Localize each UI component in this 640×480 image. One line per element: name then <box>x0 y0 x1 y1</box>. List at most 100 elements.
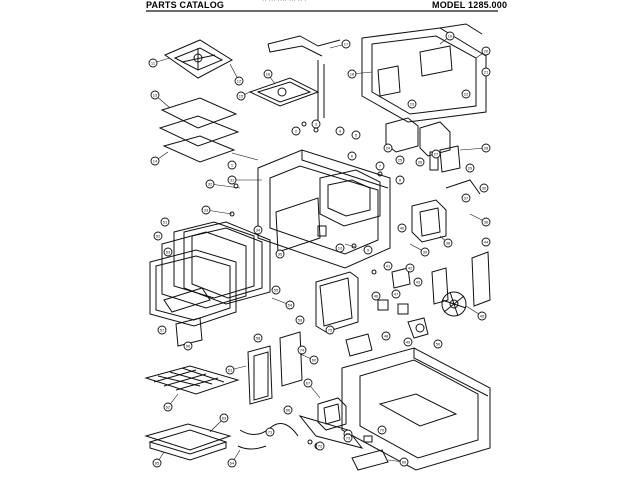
callout-number: 56 <box>186 343 191 348</box>
callout-circle <box>395 175 405 185</box>
callout-number: 44 <box>484 239 489 244</box>
callout-number: 28 <box>484 145 489 150</box>
callout-51: 51 <box>160 217 170 227</box>
callout-circle <box>227 175 237 185</box>
callout-circle <box>253 333 263 343</box>
callout-40: 40 <box>397 223 407 233</box>
callout-number: 13 <box>153 92 158 97</box>
callout-number: 33 <box>204 207 209 212</box>
inner-panel-part <box>247 331 303 405</box>
callout-circle <box>399 457 409 467</box>
callout-number: 24 <box>386 145 391 150</box>
callout-number: 61 <box>228 367 233 372</box>
back-panel-part <box>361 23 487 123</box>
callout-number: 22 <box>464 91 469 96</box>
callout-circle <box>275 249 285 259</box>
callout-circle <box>477 311 487 321</box>
callout-73: 73 <box>343 433 353 443</box>
callout-64: 64 <box>227 458 237 468</box>
callout-8: 8 <box>395 175 405 185</box>
callout-12: 12 <box>234 76 244 86</box>
callout-23: 23 <box>407 99 417 109</box>
callout-circle <box>283 405 293 415</box>
callout-65: 65 <box>152 458 162 468</box>
callout-22: 22 <box>461 89 471 99</box>
callout-circle <box>285 300 295 310</box>
callout-number: 73 <box>346 435 351 440</box>
callout-circle <box>403 337 413 347</box>
callout-circle <box>153 231 163 241</box>
leader-lines <box>152 35 487 464</box>
callout-17: 17 <box>341 39 351 49</box>
callout-9: 9 <box>363 245 373 255</box>
callout-24: 24 <box>383 143 393 153</box>
callout-32: 32 <box>205 179 215 189</box>
callout-4: 4 <box>335 126 345 136</box>
callout-circle <box>163 402 173 412</box>
callout-circle <box>479 183 489 193</box>
callout-number: 2 <box>295 128 298 133</box>
callout-circle <box>363 245 373 255</box>
callout-56: 56 <box>183 341 193 351</box>
callout-circle <box>461 193 471 203</box>
callout-circle <box>152 458 162 468</box>
callout-circle <box>407 99 417 109</box>
callout-71: 71 <box>265 427 275 437</box>
callout-circle <box>351 130 361 140</box>
callout-6: 6 <box>347 151 357 161</box>
callout-number: 63 <box>222 415 227 420</box>
callout-26: 26 <box>415 157 425 167</box>
callout-74: 74 <box>297 345 307 355</box>
callout-number: 3 <box>315 121 318 126</box>
callout-circle <box>415 157 425 167</box>
lamp-bracket-part <box>163 39 234 79</box>
callout-circle <box>395 155 405 165</box>
callout-11: 11 <box>148 58 158 68</box>
callout-13: 13 <box>150 90 160 100</box>
callout-33: 33 <box>201 205 211 215</box>
callout-number: 47 <box>394 291 399 296</box>
callout-7: 7 <box>375 161 385 171</box>
callout-number: 67 <box>306 380 311 385</box>
callout-circle <box>253 225 263 235</box>
callout-number: 11 <box>151 60 156 65</box>
callout-number: 46 <box>374 293 379 298</box>
fan-blade-part <box>441 291 467 317</box>
callout-circle <box>225 365 235 375</box>
callout-number: 58 <box>256 335 261 340</box>
callout-circle <box>335 243 345 253</box>
callout-circle <box>433 339 443 349</box>
callout-circle <box>295 315 305 325</box>
callout-number: 25 <box>398 157 403 162</box>
callout-3: 3 <box>311 119 321 129</box>
callout-number: 42 <box>408 265 413 270</box>
door-assembly-part <box>149 221 271 347</box>
callout-number: 17 <box>344 41 349 46</box>
callout-number: 14 <box>153 158 158 163</box>
callout-circle <box>347 69 357 79</box>
callout-36: 36 <box>481 217 491 227</box>
callout-number: 54 <box>288 302 293 307</box>
callout-circle <box>311 119 321 129</box>
callout-number: 19 <box>448 33 453 38</box>
callout-circle <box>481 237 491 247</box>
callout-number: 48 <box>384 333 389 338</box>
callout-46: 46 <box>371 291 381 301</box>
callout-circle <box>263 69 273 79</box>
callout-number: 66 <box>286 407 291 412</box>
callout-circle <box>325 325 335 335</box>
callout-circle <box>163 247 173 257</box>
callout-31: 31 <box>227 175 237 185</box>
outer-cabinet-part <box>341 347 491 471</box>
callout-2: 2 <box>291 126 301 136</box>
callout-39: 39 <box>420 247 430 257</box>
callout-number: 16 <box>266 71 271 76</box>
callout-number: 37 <box>464 195 469 200</box>
callout-circle <box>219 413 229 423</box>
callout-circle <box>481 46 491 56</box>
drip-tray-part <box>144 423 232 461</box>
callout-number: 72 <box>318 443 323 448</box>
callout-number: 31 <box>230 177 235 182</box>
callout-59: 59 <box>295 315 305 325</box>
